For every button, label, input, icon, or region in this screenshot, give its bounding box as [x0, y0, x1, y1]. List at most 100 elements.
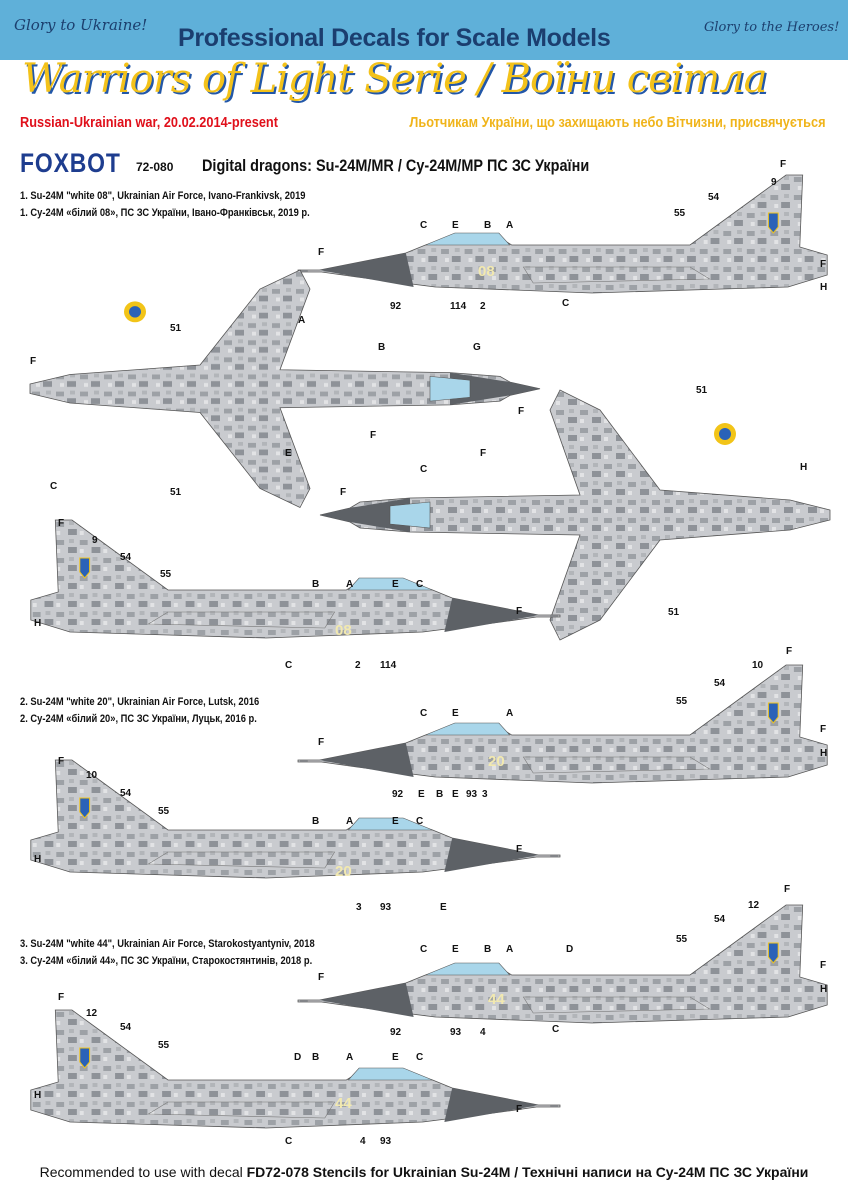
callout: A — [506, 220, 513, 231]
callouts-profile-3: C E B A D F 92 93 4 C 55 54 12 F F H F 1… — [34, 884, 827, 1147]
callout: C — [552, 1024, 559, 1035]
callout: A — [298, 315, 305, 326]
callout: B — [312, 1052, 319, 1063]
callout: C — [416, 1052, 423, 1063]
sheet-title: Digital dragons: Su-24M/MR / Су-24М/МР П… — [202, 156, 590, 175]
callout: F — [340, 487, 346, 498]
dedication: Льотчикам України, що захищають небо Віт… — [409, 114, 826, 131]
caption-en: 3. Su-24M "white 44", Ukrainian Air Forc… — [20, 938, 315, 950]
callout: H — [820, 748, 827, 759]
callout: F — [518, 406, 524, 417]
callout: E — [392, 579, 399, 590]
caption-ua: 2. Су-24М «білий 20», ПС ЗС України, Луц… — [20, 713, 257, 725]
callout: 55 — [674, 208, 686, 219]
callout: 92 — [390, 1027, 402, 1038]
callout: 92 — [390, 301, 402, 312]
callout: F — [820, 259, 826, 270]
callout: F — [516, 1104, 522, 1115]
callout: F — [318, 972, 324, 983]
product-code: 72-080 — [136, 160, 174, 174]
callout: 54 — [120, 552, 132, 563]
callout: F — [480, 448, 486, 459]
callout: 51 — [170, 323, 182, 334]
callout: 114 — [380, 660, 397, 671]
callout: 55 — [676, 934, 688, 945]
callout: H — [820, 282, 827, 293]
callout: D — [294, 1052, 301, 1063]
footer-normal: Recommended to use with decal — [39, 1164, 247, 1180]
callout: F — [318, 737, 324, 748]
callout: F — [58, 756, 64, 767]
callout: H — [34, 854, 41, 865]
callout: E — [285, 448, 292, 459]
callout: F — [786, 646, 792, 657]
callout: 55 — [158, 806, 170, 817]
callout: 3 — [356, 902, 362, 913]
callout: 54 — [714, 914, 726, 925]
profile-1-left-side — [297, 174, 828, 294]
callout: C — [562, 298, 569, 309]
callout: 55 — [676, 696, 688, 707]
caption-en: 2. Su-24M "white 20", Ukrainian Air Forc… — [20, 696, 260, 708]
callout: 4 — [480, 1027, 486, 1038]
callout: F — [58, 992, 64, 1003]
callout: C — [420, 944, 427, 955]
callout: B — [378, 342, 385, 353]
war-caption: Russian-Ukrainian war, 20.02.2014-presen… — [20, 114, 278, 131]
callout: 93 — [380, 1136, 392, 1147]
left-motto: Glory to Ukraine! — [14, 16, 148, 34]
callout: H — [34, 618, 41, 629]
variant-3-caption: 3. Su-24M "white 44", Ukrainian Air Forc… — [20, 936, 315, 970]
aircraft-number: 20 — [488, 753, 505, 770]
callout: 55 — [158, 1040, 170, 1051]
variant-2-caption: 2. Su-24M "white 20", Ukrainian Air Forc… — [20, 694, 259, 728]
tagline: Professional Decals for Scale Models — [178, 24, 611, 52]
callout: 54 — [708, 192, 720, 203]
callout: 12 — [86, 1008, 98, 1019]
callout: E — [418, 789, 425, 800]
callout: F — [784, 884, 790, 895]
callout: B — [312, 579, 319, 590]
callout: E — [452, 220, 459, 231]
callout: G — [473, 342, 481, 353]
callout: 51 — [696, 385, 708, 396]
callout: F — [516, 606, 522, 617]
callout: 10 — [752, 660, 764, 671]
right-motto: Glory to the Heroes! — [704, 20, 840, 35]
callout: 2 — [355, 660, 361, 671]
callout: C — [420, 220, 427, 231]
callout: F — [516, 844, 522, 855]
callout: E — [452, 944, 459, 955]
callout: 3 — [482, 789, 488, 800]
callout: 9 — [771, 177, 777, 188]
callout: 54 — [120, 1022, 132, 1033]
callout: A — [346, 579, 353, 590]
profile-3-left-side — [297, 904, 828, 1024]
callouts-profile-2: C E A F 92 E B E 93 3 55 54 10 F F H F 1… — [34, 646, 827, 913]
callout: C — [285, 660, 292, 671]
callout: 12 — [748, 900, 760, 911]
callout: C — [416, 816, 423, 827]
callout: E — [452, 789, 459, 800]
caption-en: 1. Su-24M "white 08", Ukrainian Air Forc… — [20, 190, 306, 202]
callout: A — [346, 816, 353, 827]
brand-logo: FOXBOT — [20, 148, 121, 178]
callout: 9 — [92, 535, 98, 546]
callout: B — [436, 789, 443, 800]
header-band — [0, 0, 848, 60]
callout: C — [285, 1136, 292, 1147]
callout: 54 — [120, 788, 132, 799]
aircraft-number: 44 — [488, 991, 505, 1008]
callout: C — [416, 579, 423, 590]
callout: F — [370, 430, 376, 441]
callout: A — [506, 944, 513, 955]
callout: H — [34, 1090, 41, 1101]
callout: 93 — [380, 902, 392, 913]
callout: B — [484, 944, 491, 955]
callout: 51 — [668, 607, 680, 618]
callouts-profile-1: C E B A F 92 114 2 C 55 54 9 F F H 51 A … — [30, 159, 827, 671]
callout: C — [420, 708, 427, 719]
callout: F — [30, 356, 36, 367]
